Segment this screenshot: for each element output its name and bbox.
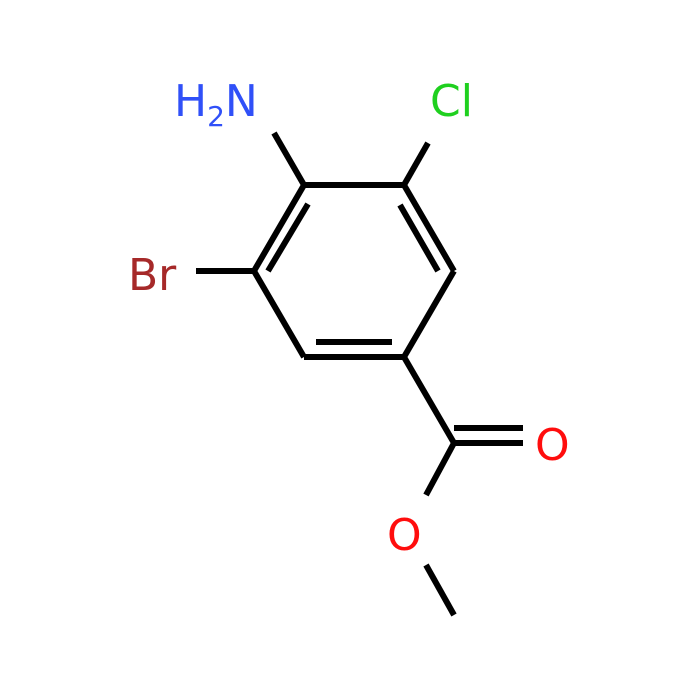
bond-ring-c2-c3 (251, 269, 307, 359)
bond-ring-inner-1 (265, 202, 311, 273)
bond-carbonyl-ester-o (423, 441, 457, 497)
atom-label-carbonyl-oxygen: O (535, 420, 570, 471)
bond-ester-o-methyl (423, 563, 457, 617)
bond-ring-inner-2 (397, 203, 441, 273)
bond-ring-c5-c6 (401, 183, 457, 273)
bond-ring-c6-c1 (401, 269, 457, 359)
bond-ring-c3-c4 (251, 183, 307, 273)
amine-h-subscript: 2 (207, 100, 225, 133)
amine-h: H (174, 76, 207, 127)
bond-c4-nh2 (271, 131, 307, 187)
atom-label-bromo: Br (128, 250, 177, 301)
amine-n: N (225, 76, 258, 127)
atom-label-ester-oxygen: O (387, 510, 422, 561)
atom-label-chloro: Cl (430, 76, 473, 127)
atom-label-amine: H2N (174, 76, 258, 133)
bond-c5-cl (401, 141, 431, 187)
bond-c1-carbonyl (401, 355, 457, 445)
